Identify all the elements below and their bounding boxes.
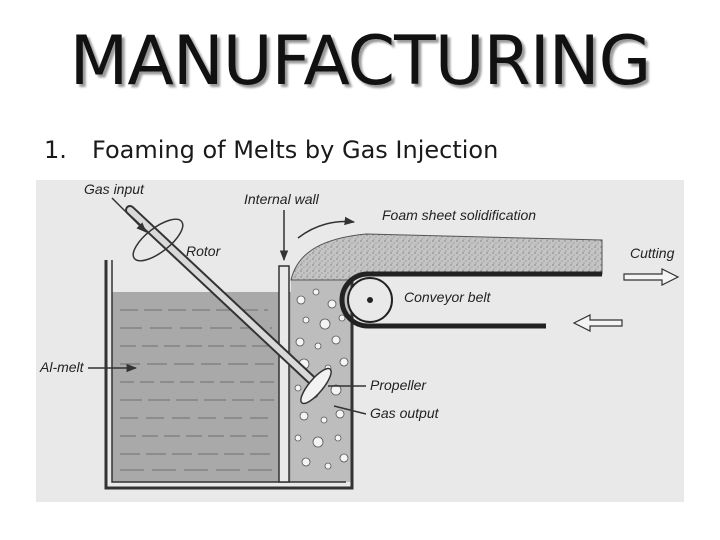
bullet-number: 1.: [44, 136, 67, 164]
return-arrow-icon: [572, 314, 623, 332]
cutting-arrow-icon: [623, 268, 680, 286]
label-foam-sheet: Foam sheet solidification: [382, 207, 536, 223]
gas-output-leader: [333, 405, 367, 415]
crucible-inner-lines: [111, 260, 346, 483]
rotor-shaft-core: [127, 207, 321, 389]
label-cutting: Cutting: [630, 245, 675, 261]
label-conveyor-belt: Conveyor belt: [404, 289, 491, 305]
bullet-text: Foaming of Melts by Gas Injection: [92, 136, 499, 164]
label-propeller: Propeller: [370, 377, 427, 393]
foam-direction-arrow: [297, 216, 356, 239]
bullet-item: 1. Foaming of Melts by Gas Injection: [44, 132, 498, 168]
label-gas-input: Gas input: [84, 181, 145, 197]
internal-wall: [278, 265, 290, 483]
label-internal-wall: Internal wall: [244, 191, 320, 207]
label-al-melt: Al-melt: [39, 359, 85, 375]
roller-axle: [367, 297, 373, 303]
melt-texture: [120, 309, 274, 471]
rotor-rotation-icon: [132, 218, 184, 262]
conveyor-belt: [339, 271, 602, 329]
propeller: [300, 367, 332, 405]
gas-bubbles: [294, 288, 349, 470]
label-gas-output: Gas output: [370, 405, 440, 421]
gas-input-arrow: [111, 197, 147, 233]
process-diagram: Gas input Internal wall Foam sheet solid…: [36, 180, 684, 502]
crucible: [104, 260, 354, 490]
label-rotor: Rotor: [186, 243, 222, 259]
slide-title: MANUFACTURING: [69, 22, 652, 101]
